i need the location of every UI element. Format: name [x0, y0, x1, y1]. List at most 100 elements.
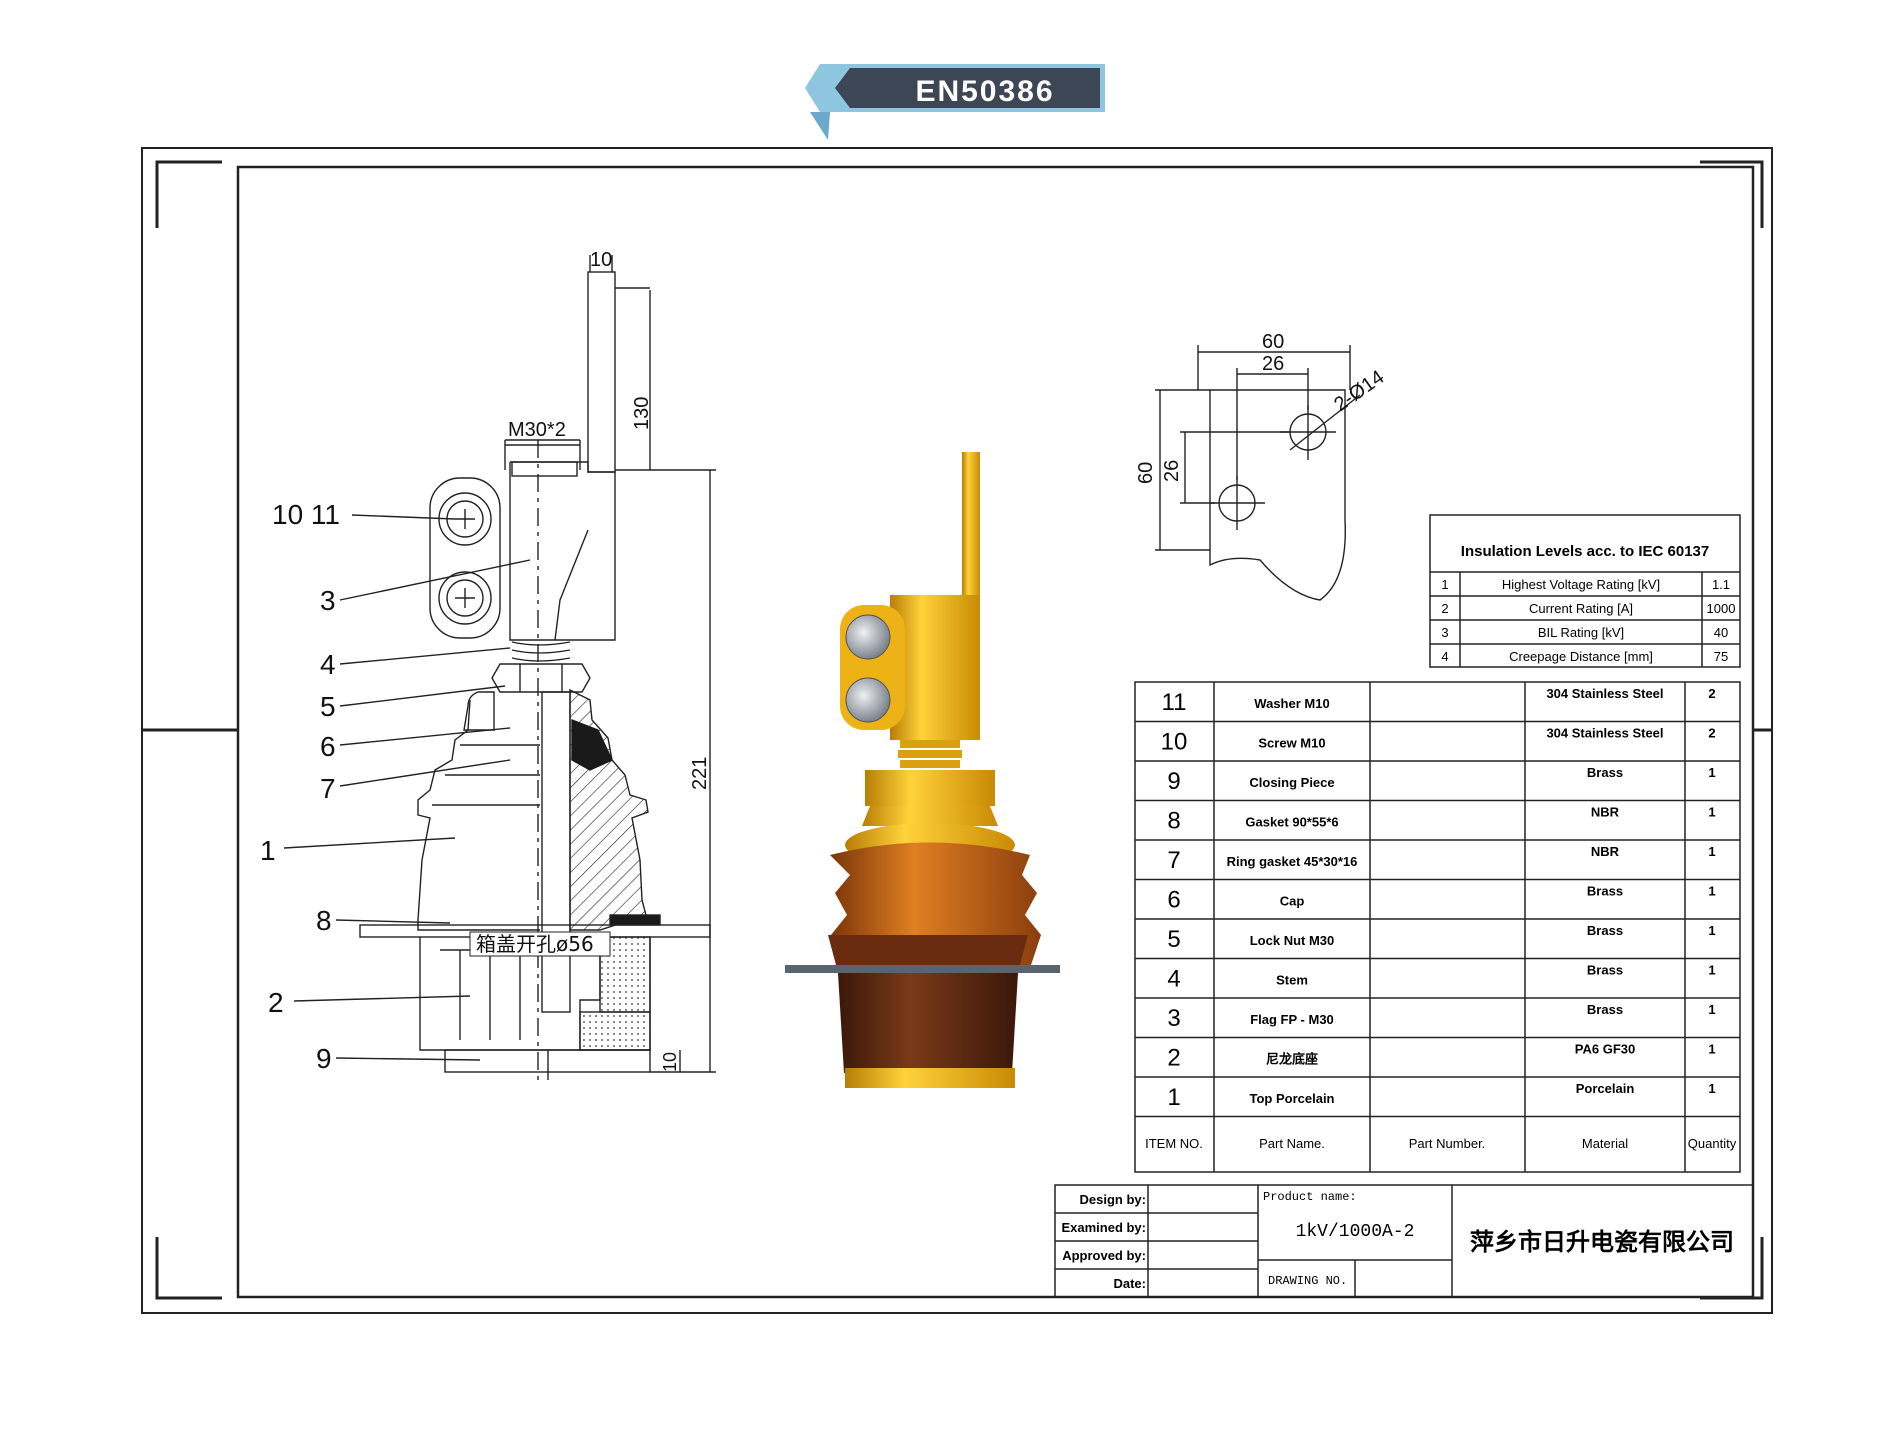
banner-text: EN50386	[915, 75, 1054, 108]
bom-item: 8	[1167, 808, 1180, 835]
dim-thread: M30*2	[508, 419, 566, 441]
dim-width-inner: 26	[1262, 353, 1284, 375]
insulation-no: 2	[1441, 601, 1448, 616]
title-block: Design by: Examined by: Approved by: Dat…	[1054, 1184, 1754, 1298]
insulation-label: Highest Voltage Rating [kV]	[1502, 577, 1660, 592]
drawing-dimensions: 10 130 M30*2 221 10 箱盖开孔ø56	[469, 249, 711, 1072]
dim-base-thickness: 10	[660, 1052, 680, 1072]
callouts: 10 11 3 4 5 6 7 1 8 2 9	[260, 499, 531, 1074]
insulation-value: 75	[1714, 649, 1728, 664]
bom-qty: 1	[1708, 1042, 1715, 1057]
bom-material: Brass	[1587, 884, 1623, 899]
examined-by-label: Examined by:	[1061, 1220, 1146, 1235]
bom-header-item: ITEM NO.	[1145, 1136, 1203, 1151]
bom-header-qty: Quantity	[1688, 1136, 1737, 1151]
callout-4: 4	[320, 649, 336, 680]
insulation-value: 1.1	[1712, 577, 1730, 592]
callout-10-11: 10 11	[272, 499, 340, 530]
bom-name: Screw M10	[1258, 736, 1325, 751]
date-label: Date:	[1113, 1276, 1146, 1291]
insulation-label: Current Rating [A]	[1529, 601, 1633, 616]
bom-material: 304 Stainless Steel	[1546, 686, 1663, 701]
insulation-no: 1	[1441, 577, 1448, 592]
bushing-render	[785, 452, 1060, 1088]
bom-item: 6	[1167, 887, 1180, 914]
bom-header-name: Part Name.	[1259, 1136, 1325, 1151]
insulation-title: Insulation Levels acc. to IEC 60137	[1461, 543, 1709, 560]
bom-name: Stem	[1276, 973, 1308, 988]
bom-material: Brass	[1587, 1002, 1623, 1017]
title-banner: EN50386	[805, 64, 1105, 140]
insulation-no: 4	[1441, 649, 1448, 664]
callout-5: 5	[320, 691, 336, 722]
bom-qty: 1	[1708, 884, 1715, 899]
bom-item: 9	[1167, 768, 1180, 795]
callout-9: 9	[316, 1043, 332, 1074]
product-name-label: Product name:	[1263, 1190, 1357, 1204]
bom-qty: 1	[1708, 844, 1715, 859]
bom-name: Washer M10	[1254, 696, 1329, 711]
insulation-label: BIL Rating [kV]	[1538, 625, 1624, 640]
dim-flag-thickness: 10	[590, 249, 612, 271]
bom-row: 6 Cap Brass 1	[1167, 884, 1715, 914]
bom-header-material: Material	[1582, 1136, 1628, 1151]
callout-1: 1	[260, 835, 276, 866]
bom-item: 4	[1167, 966, 1180, 993]
bom-qty: 1	[1708, 923, 1715, 938]
bom-qty: 1	[1708, 765, 1715, 780]
dim-panel-hole: 箱盖开孔ø56	[476, 932, 594, 956]
drawing-frame	[141, 147, 1773, 1314]
bom-name: Flag FP - M30	[1250, 1012, 1334, 1027]
bom-name: Cap	[1280, 894, 1305, 909]
bom-material: Brass	[1587, 963, 1623, 978]
bom-material: PA6 GF30	[1575, 1042, 1635, 1057]
bom-material: Porcelain	[1576, 1081, 1635, 1096]
flag-detail	[1155, 345, 1361, 601]
dim-holes: 2-Ø14	[1330, 366, 1388, 416]
bom-row: 9 Closing Piece Brass 1	[1167, 765, 1715, 795]
dim-width-outer: 60	[1262, 331, 1284, 353]
bom-material: 304 Stainless Steel	[1546, 726, 1663, 741]
callout-6: 6	[320, 731, 336, 762]
insulation-value: 1000	[1707, 601, 1736, 616]
product-name: 1kV/1000A-2	[1296, 1222, 1415, 1242]
design-by-label: Design by:	[1080, 1192, 1146, 1207]
bom-material: Brass	[1587, 765, 1623, 780]
bom-qty: 2	[1708, 726, 1715, 741]
callout-7: 7	[320, 773, 336, 804]
bom-qty: 2	[1708, 686, 1715, 701]
bom-row: 5 Lock Nut M30 Brass 1	[1167, 923, 1715, 953]
bom-material: NBR	[1591, 805, 1620, 820]
company-name: 萍乡市日升电瓷有限公司	[1470, 1228, 1734, 1256]
bom-item: 7	[1167, 847, 1180, 874]
bom-header-number: Part Number.	[1409, 1136, 1486, 1151]
bom-item: 2	[1167, 1045, 1180, 1072]
bom-item: 11	[1162, 689, 1187, 716]
bom-material: Brass	[1587, 923, 1623, 938]
bom-item: 5	[1167, 926, 1180, 953]
bom-name: Gasket 90*55*6	[1245, 815, 1338, 830]
insulation-label: Creepage Distance [mm]	[1509, 649, 1653, 664]
insulation-no: 3	[1441, 625, 1448, 640]
dim-total-height: 221	[689, 757, 711, 790]
bom-item: 3	[1167, 1005, 1180, 1032]
bom-name: Lock Nut M30	[1250, 933, 1335, 948]
callout-8: 8	[316, 905, 332, 936]
bom-material: NBR	[1591, 844, 1620, 859]
bom-qty: 1	[1708, 1002, 1715, 1017]
callout-2: 2	[268, 987, 284, 1018]
bom-qty: 1	[1708, 1081, 1715, 1096]
bom-name: Closing Piece	[1249, 775, 1334, 790]
insulation-table: Insulation Levels acc. to IEC 60137 1 Hig…	[1429, 514, 1741, 668]
section-drawing	[359, 255, 716, 1080]
dim-height-inner: 26	[1161, 460, 1183, 482]
bom-row: 11 Washer M10 304 Stainless Steel 2	[1162, 686, 1716, 716]
approved-by-label: Approved by:	[1062, 1248, 1146, 1263]
